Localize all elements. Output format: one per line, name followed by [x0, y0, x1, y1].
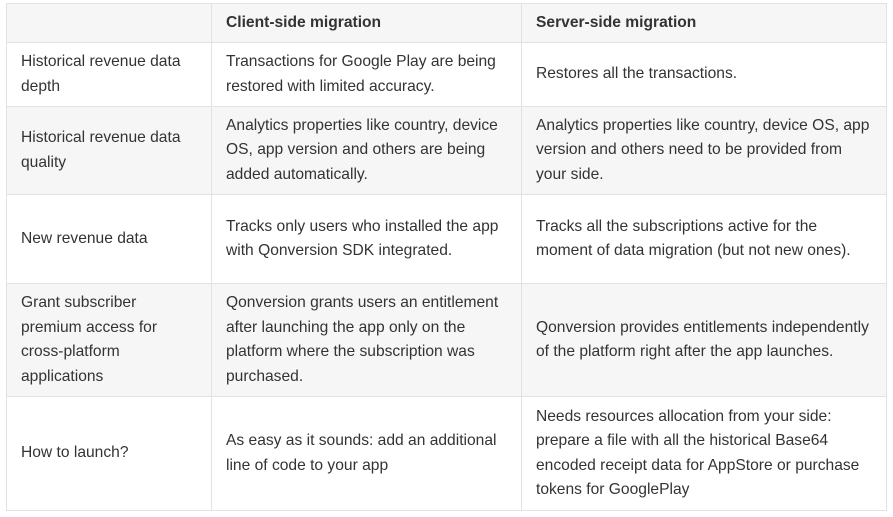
header-empty-cell — [6, 3, 212, 43]
server-side-cell: Tracks all the subscriptions active for … — [521, 194, 887, 284]
row-label: How to launch? — [6, 396, 212, 511]
server-side-cell: Restores all the transactions. — [521, 42, 887, 107]
table-row: Grant subscriber premium access for cros… — [6, 283, 887, 397]
server-side-cell: Qonversion provides entitlements indepen… — [521, 283, 887, 397]
table-row: How to launch? As easy as it sounds: add… — [6, 396, 887, 511]
server-side-cell: Analytics properties like country, devic… — [521, 106, 887, 195]
header-client-side: Client-side migration — [211, 3, 522, 43]
server-side-cell: Needs resources allocation from your sid… — [521, 396, 887, 511]
client-side-cell: Qonversion grants users an entitlement a… — [211, 283, 522, 397]
table-row: Historical revenue data depth Transactio… — [6, 42, 887, 107]
table-row: Historical revenue data quality Analytic… — [6, 106, 887, 195]
row-label: Historical revenue data quality — [6, 106, 212, 195]
migration-comparison-table: Client-side migration Server-side migrat… — [6, 3, 887, 511]
header-server-side: Server-side migration — [521, 3, 887, 43]
client-side-cell: Transactions for Google Play are being r… — [211, 42, 522, 107]
row-label: New revenue data — [6, 194, 212, 284]
row-label: Grant subscriber premium access for cros… — [6, 283, 212, 397]
row-label: Historical revenue data depth — [6, 42, 212, 107]
client-side-cell: Analytics properties like country, devic… — [211, 106, 522, 195]
client-side-cell: As easy as it sounds: add an additional … — [211, 396, 522, 511]
table-header-row: Client-side migration Server-side migrat… — [6, 3, 887, 43]
client-side-cell: Tracks only users who installed the app … — [211, 194, 522, 284]
table-row: New revenue data Tracks only users who i… — [6, 194, 887, 284]
